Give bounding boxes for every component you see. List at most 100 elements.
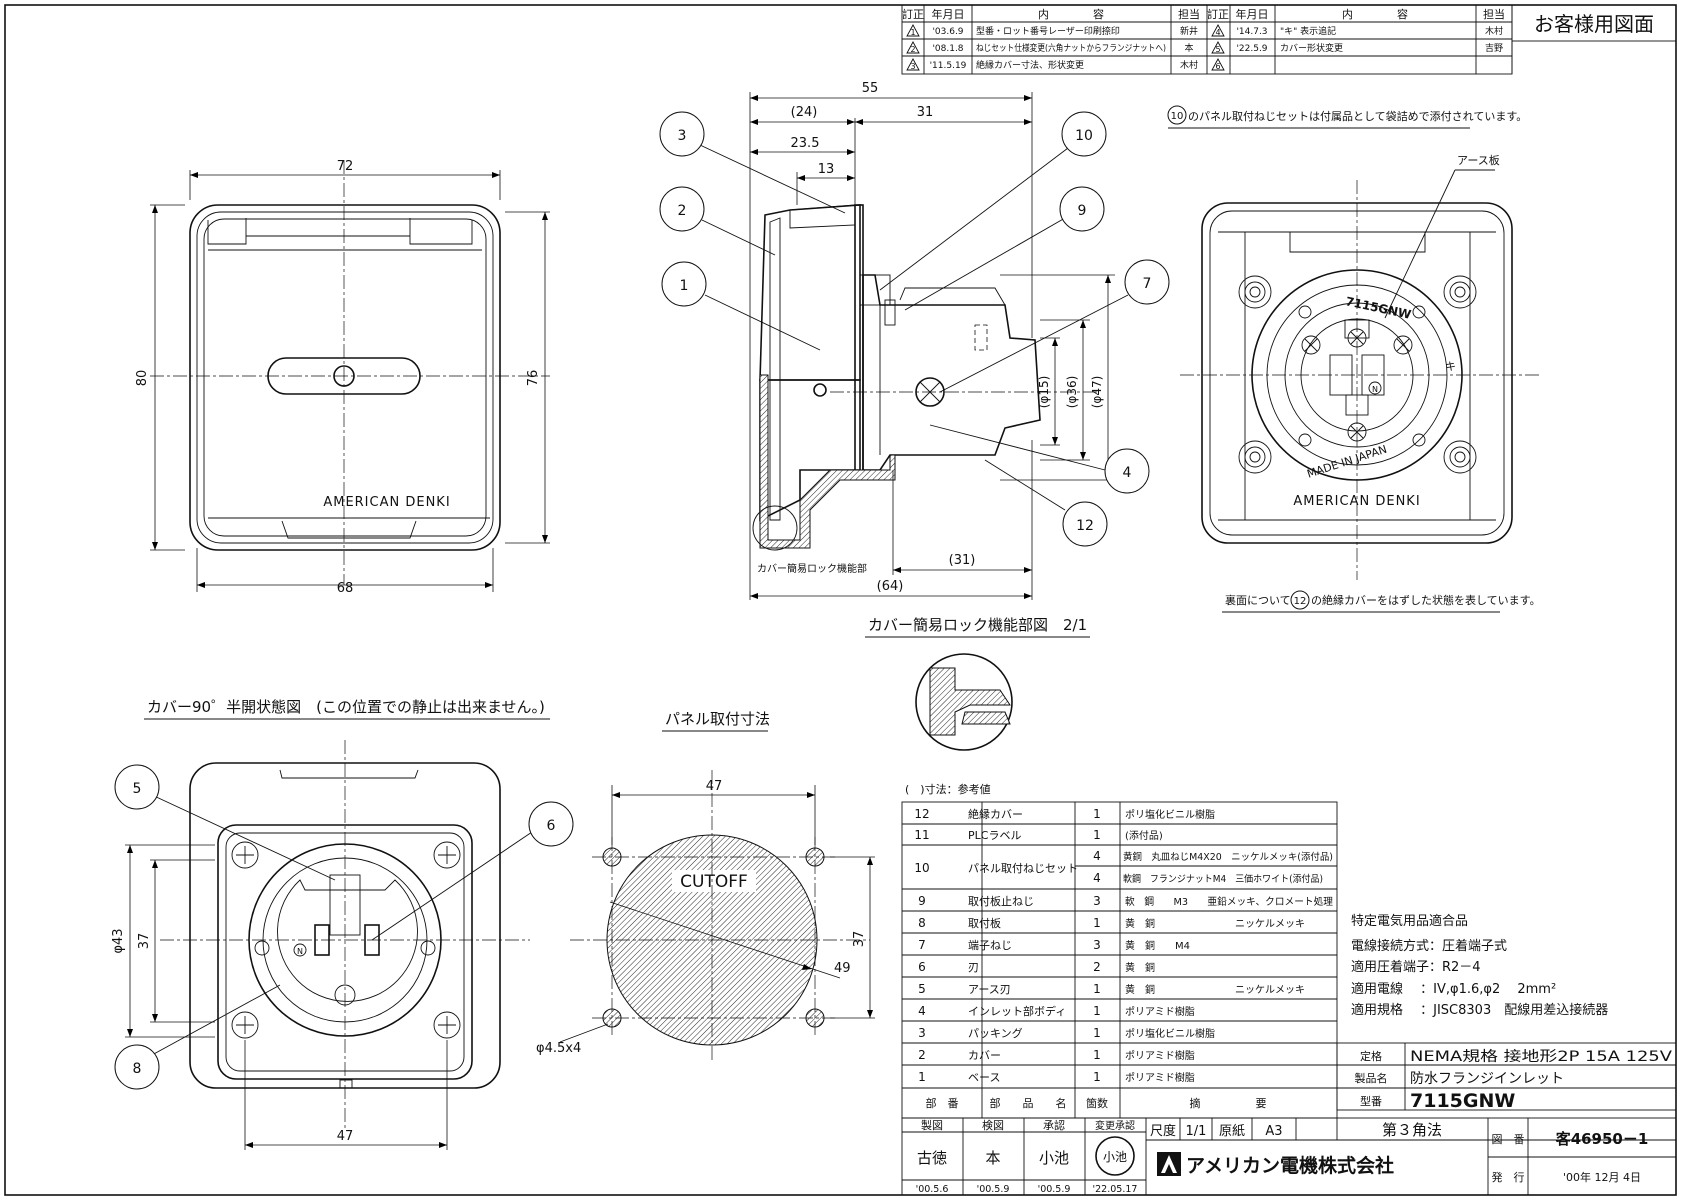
side-dim-31b: (31) [949,553,976,568]
tb-checked: 本 [985,1149,1000,1167]
title-block: 定格 NEMA規格 接地形2P 15A 125V 製品名 防水フランジインレット… [901,1042,1677,1196]
side-dim-64: (64) [877,579,904,594]
part-qty-1: 1 [1093,1070,1101,1084]
sheet-border [4,4,1677,1196]
rear-note-bottom: の絶縁カバーをはずした状態を表しています。 [1311,593,1541,607]
spec-line-2: 電線接続方式：圧着端子式 [1351,938,1507,954]
panel-cutout-view: パネル取付寸法 CUTOFF 47 37 49 φ4.5x4 [536,710,875,1060]
tb-rating-label: 定格 [1360,1049,1382,1063]
front-dim-right: 76 [526,370,541,387]
tb-paper: A3 [1265,1124,1282,1139]
part-qty-9: 3 [1093,894,1101,908]
part-no-2: 2 [918,1048,926,1062]
half-open-dim-left2: 37 [137,933,152,950]
rev-date-5: '22.5.9 [1236,44,1267,54]
part-spec-10b: 軟鋼 フランジナットM4 三価ホワイト(添付品) [1123,873,1323,885]
tb-drawing-no: 客46950－1 [1555,1130,1649,1148]
part-qty-12: 1 [1093,807,1101,821]
rev-header-content: 内 容 [1038,7,1104,21]
tb-model-label: 型番 [1360,1094,1382,1108]
part-spec-6: 黄 銅 [1125,961,1155,974]
part-spec-10: 黄銅 丸皿ねじM4X20 ニッケルメッキ(添付品) [1123,851,1333,863]
side-dim-13: 13 [818,162,835,177]
rev-by-1: 新井 [1180,25,1198,37]
specs-block: 特定電気用品適合品 電線接続方式：圧着端子式 適用圧着端子：R2－4 適用電線 … [1351,913,1608,1018]
part-no-9: 9 [918,894,926,908]
tb-company: アメリカン電機株式会社 [1186,1154,1394,1177]
part-no-8: 8 [918,916,926,930]
part-name-4: インレット部ボディ [968,1004,1066,1018]
rear-note-bottom-pre: 裏面については [1225,593,1301,607]
rev-content-5: カバー形状変更 [1280,42,1343,54]
part-name-10: パネル取付ねじセット [968,862,1078,875]
side-balloon-4: 4 [1123,465,1132,481]
half-open-n: N [297,947,303,956]
parts-header-no: 部 番 [926,1096,959,1110]
rev-by-2: 本 [1184,42,1193,54]
rear-note-bottom-num: 12 [1294,596,1307,607]
panel-dim-top: 47 [706,779,723,794]
part-name-8: 取付板 [968,916,1001,930]
half-open-title: カバー90゜半開状態図 (この位置での静止は出来ません。) [147,698,545,716]
half-open-balloon-8: 8 [133,1061,142,1077]
half-open-balloon-5: 5 [133,781,142,797]
side-lock-label: カバー簡易ロック機能部 [757,562,867,575]
side-balloon-9: 9 [1078,203,1087,219]
side-balloon-10: 10 [1075,128,1093,144]
part-spec-8: 黄 銅 ニッケルメッキ [1125,917,1305,930]
spec-line-3: 適用圧着端子：R2－4 [1351,959,1481,975]
tb-drawn-label: 製図 [921,1118,943,1132]
half-open-view: カバー90゜半開状態図 (この位置での静止は出来ません。) N [111,698,574,1150]
parts-header-name: 部 品 名 [990,1096,1067,1110]
rev-header-content-2: 内 容 [1342,7,1408,21]
parts-list: ( )寸法：参考値 12 絶縁カバー 1 ポリ塩化ビニル樹脂 11 PLC [901,782,1338,1119]
tb-drawing-no-label: 図 番 [1492,1133,1525,1146]
part-qty-6: 2 [1093,960,1101,974]
rev-mark-4: 4 [1215,28,1220,37]
part-spec-9: 軟 鋼 M3 亜鉛メッキ、クロメート処理 [1125,895,1333,908]
rev-mark-2: 2 [910,45,915,54]
tb-stamp: 小池 [1103,1150,1127,1164]
side-dim-24: (24) [791,105,818,120]
rev-mark-1: 1 [910,28,915,37]
rev-mark-5: 5 [1215,45,1220,54]
revision-table: 訂正 年月日 内 容 担当 訂正 年月日 内 容 担当 1 '03.6.9 型番… [901,4,1513,75]
part-spec-5: 黄 銅 ニッケルメッキ [1125,983,1305,996]
side-dim-p36: (φ36) [1065,376,1079,409]
rear-ki: キ [1445,360,1456,373]
tb-change-label: 変更承認 [1095,1119,1135,1132]
rev-header-mark-2: 訂正 [1207,7,1229,21]
tb-change-date: '22.05.17 [1093,1184,1138,1195]
rear-model-text: 7115GNW [1344,294,1412,322]
tb-name-label: 製品名 [1355,1071,1388,1085]
part-name-11: PLCラベル [968,829,1021,842]
customer-label: お客様用図面 [1534,12,1654,36]
spec-line-1: 特定電気用品適合品 [1351,913,1468,929]
part-name-3: パッキング [968,1026,1023,1040]
part-qty-11: 1 [1093,828,1101,842]
parts-header-spec: 摘 要 [1190,1096,1267,1110]
part-spec-11: (添付品) [1125,829,1163,842]
half-open-dim-left1: φ43 [111,928,126,953]
rear-note-top-num: 10 [1171,111,1184,122]
rev-date-1: '03.6.9 [932,27,963,37]
part-spec-2: ポリアミド樹脂 [1125,1049,1195,1062]
part-no-11: 11 [914,828,929,842]
rev-date-3: '11.5.19 [930,61,967,71]
parts-note: ( )寸法：参考値 [905,782,991,796]
side-view: カバー簡易ロック機能部 55 (24) 31 23.5 13 [659,81,1170,600]
tb-drawn-date: '00.5.6 [916,1184,949,1195]
side-dim-55: 55 [862,81,879,96]
part-qty-8: 1 [1093,916,1101,930]
front-brand: AMERICAN DENKI [323,495,450,510]
part-name-9: 取付板止ねじ [968,894,1034,908]
side-balloon-7: 7 [1143,276,1152,292]
panel-cutoff: CUTOFF [680,872,748,892]
lock-detail-title: カバー簡易ロック機能部図 2/1 [868,616,1087,634]
side-balloon-1: 1 [680,278,689,294]
rev-mark-6: 6 [1215,62,1220,71]
tb-drawn: 古徳 [917,1149,947,1167]
front-view: AMERICAN DENKI 72 68 80 76 [135,159,550,596]
rev-content-1: 型番・ロット番号レーザー印刷捺印 [976,25,1120,37]
